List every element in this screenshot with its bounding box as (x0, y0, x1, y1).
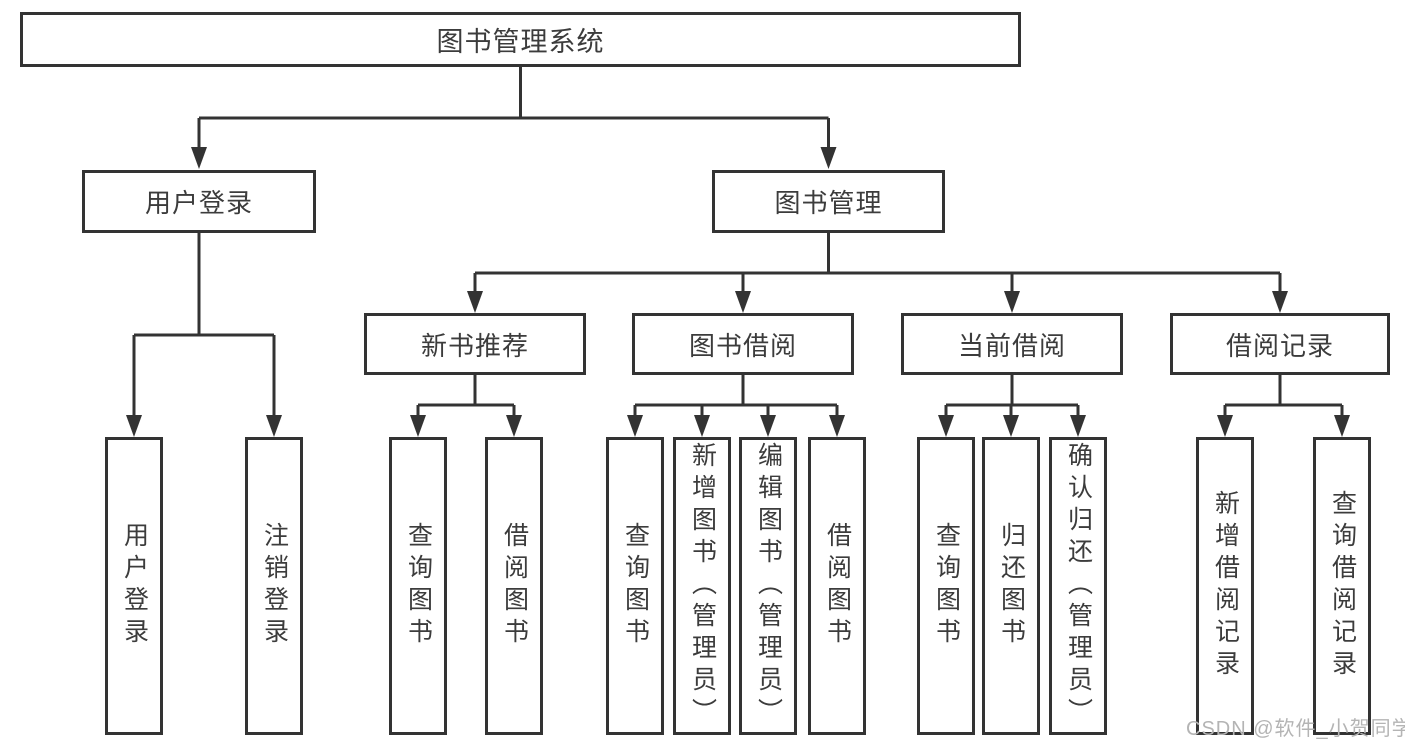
leaf-logout: 注销登录 (245, 437, 303, 735)
arrowhead (735, 291, 751, 313)
leaf-recommend-borrow-book: 借阅图书 (485, 437, 543, 735)
leaf-user-login: 用户登录 (105, 437, 163, 735)
edge-userlogin-to-children (132, 233, 276, 420)
leaf-borrow-borrow-book: 借阅图书 (808, 437, 866, 735)
arrowhead (410, 415, 426, 437)
node-borrow-record: 借阅记录 (1170, 313, 1390, 375)
arrowhead (760, 415, 776, 437)
leaf-current-query-book: 查询图书 (917, 437, 975, 735)
edge-recommend-to-children (416, 375, 516, 421)
csdn-watermark: CSDN @软件_小贺同学 (1186, 718, 1405, 740)
arrowhead (1272, 291, 1288, 313)
arrowhead (1217, 415, 1233, 437)
arrowhead (829, 415, 845, 437)
leaf-borrow-edit-book-admin: 编辑图书（管理员） (739, 437, 797, 735)
edge-records-to-children (1223, 375, 1344, 421)
leaf-recommend-query-book: 查询图书 (389, 437, 447, 735)
edge-root-to-level2 (197, 67, 830, 152)
leaf-current-confirm-return-admin: 确认归还（管理员） (1049, 437, 1107, 735)
leaf-record-add-borrow-record: 新增借阅记录 (1196, 437, 1254, 735)
leaf-borrow-add-book-admin: 新增图书（管理员） (673, 437, 731, 735)
node-book-management: 图书管理 (712, 170, 945, 233)
arrowhead (1003, 415, 1019, 437)
node-new-book-recommend: 新书推荐 (364, 313, 586, 375)
arrowhead (126, 415, 142, 437)
arrowhead (467, 291, 483, 313)
leaf-borrow-query-book: 查询图书 (606, 437, 664, 735)
arrowhead (266, 415, 282, 437)
edge-borrow-to-children (633, 375, 839, 421)
arrowhead (1334, 415, 1350, 437)
node-current-borrow: 当前借阅 (901, 313, 1123, 375)
node-root: 图书管理系统 (20, 12, 1021, 67)
edge-bookmgmt-to-level3 (473, 233, 1282, 296)
arrowhead (627, 415, 643, 437)
arrowhead (938, 415, 954, 437)
node-book-borrow: 图书借阅 (632, 313, 854, 375)
arrowhead (1070, 415, 1086, 437)
node-user-login: 用户登录 (82, 170, 316, 233)
arrowhead (820, 147, 837, 169)
arrowhead (1004, 291, 1020, 313)
leaf-record-query-borrow-record: 查询借阅记录 (1313, 437, 1371, 735)
arrowhead (506, 415, 522, 437)
arrowhead (191, 147, 207, 169)
edge-current-to-children (944, 375, 1080, 421)
arrowhead (694, 415, 710, 437)
leaf-current-return-book: 归还图书 (982, 437, 1040, 735)
